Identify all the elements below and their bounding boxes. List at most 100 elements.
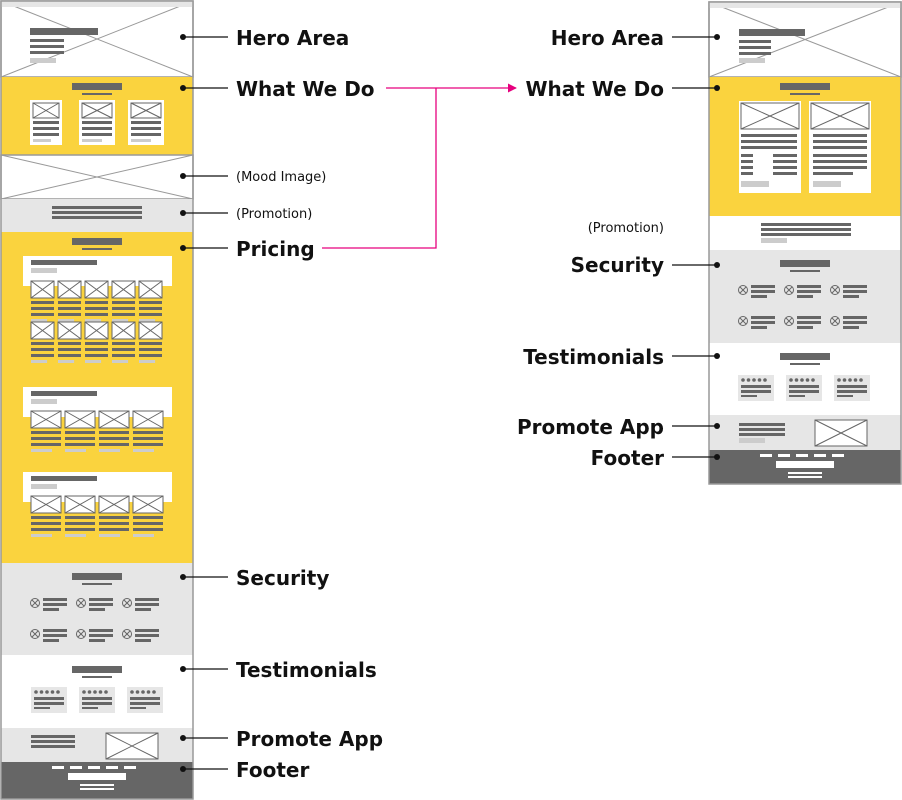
card-image-placeholder bbox=[111, 280, 136, 299]
star-icon bbox=[848, 378, 852, 382]
star-icon bbox=[146, 690, 151, 694]
close-circle-icon bbox=[122, 629, 132, 639]
security-item bbox=[738, 316, 775, 329]
left-wwd-card-1 bbox=[30, 100, 62, 145]
label-left-promotion: (Promotion) bbox=[236, 207, 312, 222]
card-image-placeholder bbox=[98, 410, 130, 429]
security-item bbox=[30, 629, 67, 642]
star-icon bbox=[752, 378, 756, 382]
card-image-placeholder bbox=[57, 321, 82, 340]
star-icon bbox=[152, 690, 156, 694]
label-left-pricing: Pricing bbox=[236, 237, 315, 261]
pricing-card bbox=[30, 410, 62, 452]
right-security-items bbox=[738, 285, 867, 329]
label-right-what-we-do: What We Do bbox=[525, 77, 664, 101]
right-footer-section bbox=[709, 450, 901, 484]
pricing-card bbox=[138, 321, 163, 363]
left-wwd-card-3 bbox=[128, 100, 164, 145]
right-wwd-card-1 bbox=[739, 101, 801, 193]
right-label-dots bbox=[714, 34, 720, 460]
star-icon bbox=[34, 690, 38, 694]
security-item bbox=[122, 598, 159, 611]
pricing-card bbox=[132, 410, 164, 452]
merge-arrow bbox=[322, 83, 517, 249]
pricing-card bbox=[64, 495, 96, 537]
card-image-placeholder bbox=[30, 321, 55, 340]
right-what-we-do-section bbox=[709, 77, 901, 216]
right-security-section bbox=[709, 250, 901, 343]
star-icon bbox=[794, 378, 799, 382]
label-left-what-we-do: What We Do bbox=[236, 77, 375, 101]
pricing-cards bbox=[30, 280, 164, 537]
label-right-footer: Footer bbox=[591, 446, 664, 470]
left-what-we-do-section bbox=[1, 77, 193, 155]
close-circle-icon bbox=[784, 285, 794, 295]
pricing-card bbox=[30, 321, 55, 363]
security-item bbox=[30, 598, 67, 611]
security-item bbox=[122, 629, 159, 642]
star-icon bbox=[837, 378, 841, 382]
pricing-card bbox=[30, 280, 55, 322]
close-circle-icon bbox=[30, 598, 40, 608]
star-icon bbox=[98, 690, 103, 694]
label-right-security: Security bbox=[571, 253, 664, 277]
pricing-card bbox=[111, 280, 136, 322]
star-icon bbox=[135, 690, 140, 694]
left-labels bbox=[183, 36, 228, 770]
star-icon bbox=[104, 690, 108, 694]
star-icon bbox=[93, 690, 97, 694]
pricing-card bbox=[111, 321, 136, 363]
pricing-card bbox=[57, 280, 82, 322]
testimonial-card bbox=[834, 375, 870, 401]
left-footer-section bbox=[1, 762, 193, 799]
star-icon bbox=[842, 378, 847, 382]
left-security-items bbox=[30, 598, 159, 642]
star-icon bbox=[811, 378, 815, 382]
security-item bbox=[738, 285, 775, 298]
left-pricing-groups bbox=[23, 256, 172, 537]
label-left-footer: Footer bbox=[236, 758, 309, 782]
pricing-card bbox=[98, 495, 130, 537]
star-icon bbox=[805, 378, 810, 382]
pricing-card bbox=[132, 495, 164, 537]
star-icon bbox=[859, 378, 863, 382]
close-circle-icon bbox=[784, 316, 794, 326]
close-circle-icon bbox=[76, 629, 86, 639]
card-image-placeholder bbox=[64, 495, 96, 514]
star-icon bbox=[757, 378, 762, 382]
label-right-promote-app: Promote App bbox=[517, 415, 664, 439]
label-right-hero: Hero Area bbox=[551, 26, 664, 50]
card-image-placeholder bbox=[84, 280, 109, 299]
left-wireframe bbox=[0, 0, 194, 800]
left-promotion-section bbox=[1, 199, 193, 232]
pricing-card bbox=[57, 321, 82, 363]
close-circle-icon bbox=[30, 629, 40, 639]
card-image-placeholder bbox=[138, 280, 163, 299]
testimonial-card bbox=[786, 375, 822, 401]
star-icon bbox=[853, 378, 858, 382]
pricing-card bbox=[98, 410, 130, 452]
star-icon bbox=[56, 690, 60, 694]
close-circle-icon bbox=[738, 285, 748, 295]
security-item bbox=[830, 316, 867, 329]
left-wwd-card-2 bbox=[79, 100, 115, 145]
label-left-testimonials: Testimonials bbox=[236, 658, 377, 682]
card-image-placeholder bbox=[30, 495, 62, 514]
left-hero-section bbox=[0, 0, 194, 78]
label-left-security: Security bbox=[236, 566, 329, 590]
right-promotion-section bbox=[709, 216, 901, 250]
star-icon bbox=[50, 690, 55, 694]
right-testimonial-cards bbox=[738, 375, 870, 401]
right-labels bbox=[672, 36, 717, 458]
pricing-card bbox=[30, 495, 62, 537]
left-pricing-section bbox=[1, 232, 193, 563]
star-icon bbox=[746, 378, 751, 382]
left-testimonial-cards bbox=[31, 687, 163, 713]
card-image-placeholder bbox=[30, 410, 62, 429]
close-circle-icon bbox=[830, 316, 840, 326]
label-left-promote-app: Promote App bbox=[236, 727, 383, 751]
close-circle-icon bbox=[830, 285, 840, 295]
close-circle-icon bbox=[738, 316, 748, 326]
security-item bbox=[784, 316, 821, 329]
